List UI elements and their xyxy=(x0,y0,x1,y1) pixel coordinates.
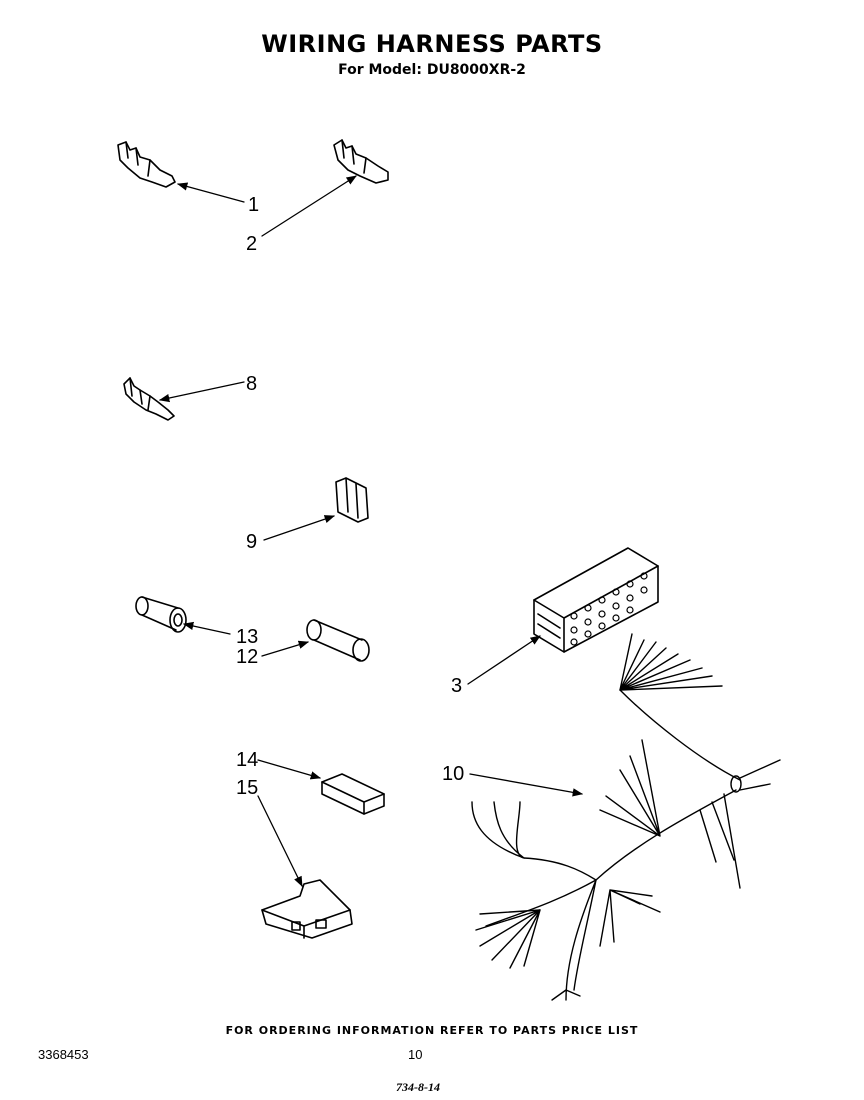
part-3-connector-block xyxy=(534,548,658,652)
document-number: 3368453 xyxy=(38,1047,89,1062)
part-12-splice xyxy=(307,620,369,661)
part-9-connector xyxy=(336,478,368,522)
callout-1: 1 xyxy=(248,194,259,216)
part-2-terminal xyxy=(334,140,388,183)
part-1-terminal xyxy=(118,142,175,187)
leader-lines xyxy=(158,176,584,887)
callout-9: 9 xyxy=(246,531,257,553)
model-subtitle: For Model: DU8000XR-2 xyxy=(338,62,526,78)
part-14-connector xyxy=(322,774,384,814)
handwritten-stamp: 734-8-14 xyxy=(396,1080,440,1094)
part-15-housing xyxy=(262,880,352,938)
callout-2: 2 xyxy=(246,233,257,255)
part-8-terminal xyxy=(124,378,174,420)
callout-13: 13 xyxy=(236,626,258,648)
callout-10: 10 xyxy=(442,763,464,785)
callout-14: 14 xyxy=(236,749,258,771)
page-number: 10 xyxy=(408,1047,423,1062)
callout-3: 3 xyxy=(451,675,462,697)
callout-8: 8 xyxy=(246,373,257,395)
callout-12: 12 xyxy=(236,646,258,668)
ordering-note: FOR ORDERING INFORMATION REFER TO PARTS … xyxy=(225,1024,639,1037)
part-10-harness xyxy=(472,634,780,1000)
part-13-sleeve xyxy=(136,597,186,632)
callout-15: 15 xyxy=(236,777,258,799)
page-title: WIRING HARNESS PARTS xyxy=(261,30,603,58)
